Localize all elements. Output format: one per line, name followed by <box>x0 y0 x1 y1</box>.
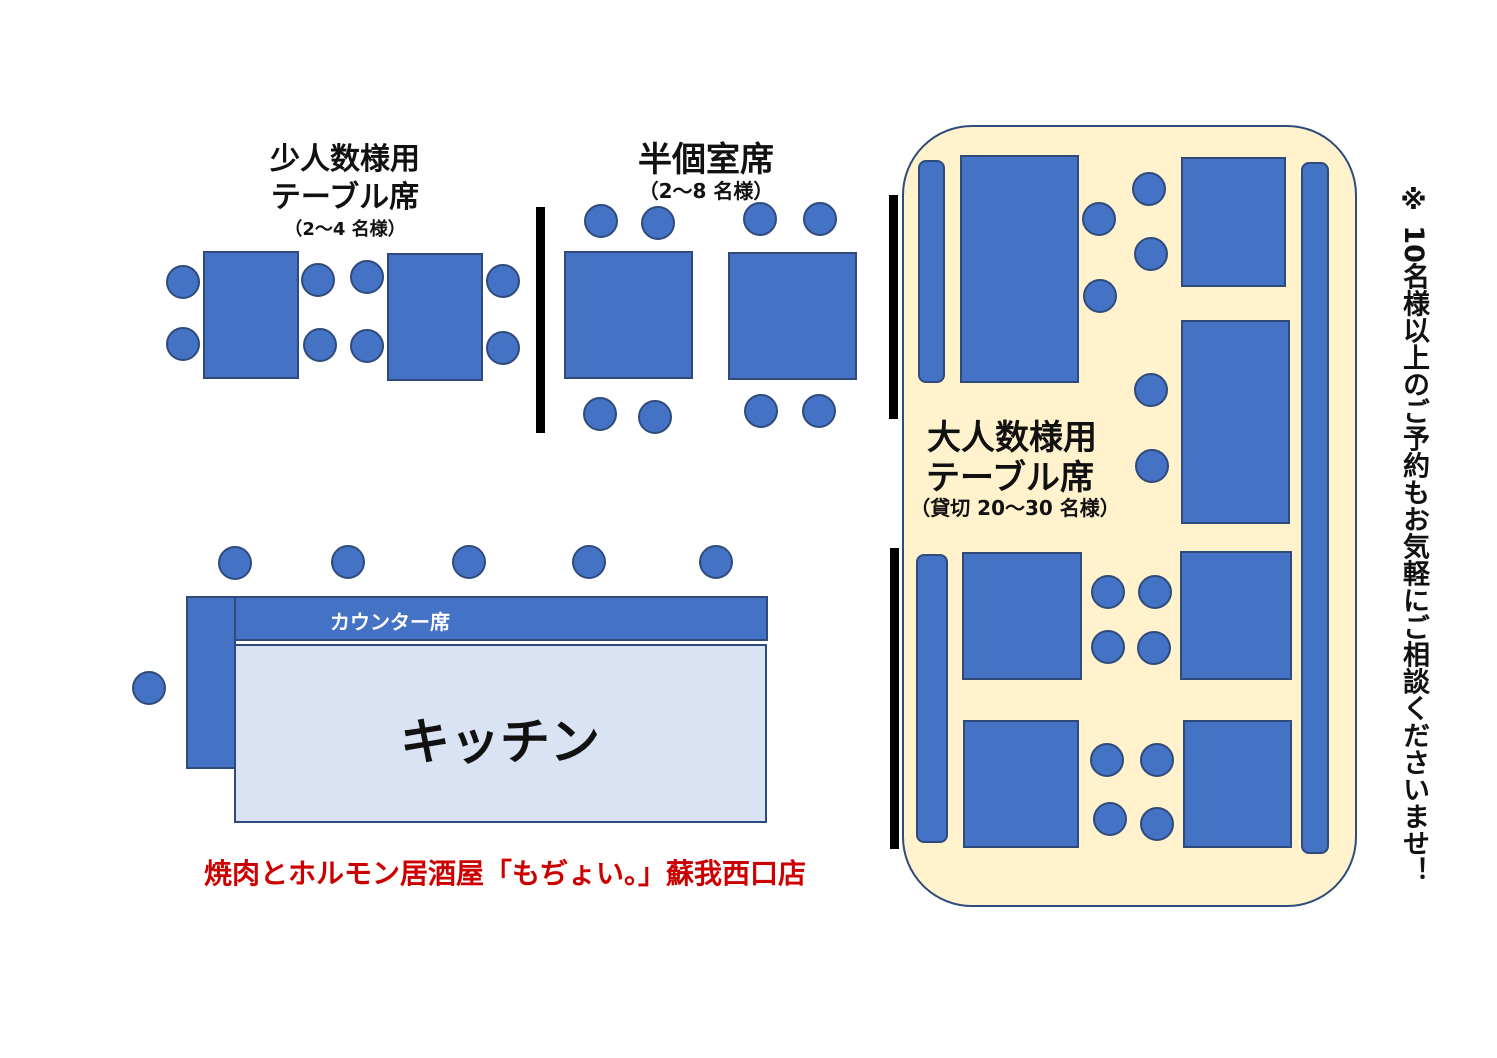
reservation-note: ※ 10名様以上のご予約もお気軽にご相談くださいませ！ <box>1398 185 1429 884</box>
chair <box>486 331 520 365</box>
chair <box>1082 202 1116 236</box>
chair <box>1135 449 1169 483</box>
chair <box>1137 631 1171 665</box>
table <box>963 720 1079 848</box>
chair <box>132 671 166 705</box>
small-section-capacity: （2～4 名様） <box>284 219 406 240</box>
semi-private-title: 半個室席 <box>638 140 774 180</box>
table <box>962 552 1082 680</box>
semi-private-capacity: （2～8 名様） <box>638 179 774 203</box>
store-name: 焼肉とホルモン居酒屋「もぢょい。」蘇我西口店 <box>203 857 807 890</box>
chair <box>744 394 778 428</box>
partition-wall <box>890 548 899 849</box>
chair <box>452 545 486 579</box>
kitchen <box>234 644 767 823</box>
chair <box>166 327 200 361</box>
chair <box>584 204 618 238</box>
table <box>203 251 299 379</box>
chair <box>1090 743 1124 777</box>
chair <box>743 202 777 236</box>
chair <box>218 546 252 580</box>
counter-side <box>186 596 236 769</box>
chair <box>1140 807 1174 841</box>
chair <box>350 260 384 294</box>
small-section-title: 少人数様用 <box>270 142 420 177</box>
chair <box>1091 630 1125 664</box>
chair <box>301 263 335 297</box>
counter-label: カウンター席 <box>330 610 450 634</box>
chair <box>486 264 520 298</box>
chair <box>303 328 337 362</box>
chair <box>350 329 384 363</box>
chair <box>1134 237 1168 271</box>
chair <box>1132 172 1166 206</box>
chair <box>699 545 733 579</box>
chair <box>641 206 675 240</box>
chair <box>802 394 836 428</box>
large-section-capacity: （貸切 20～30 名様） <box>910 496 1120 520</box>
table <box>1180 551 1292 680</box>
table <box>387 253 483 381</box>
partition-wall <box>536 207 545 433</box>
chair <box>331 545 365 579</box>
chair <box>1083 279 1117 313</box>
chair <box>1091 575 1125 609</box>
bench <box>1301 162 1329 854</box>
table <box>1181 320 1290 524</box>
table <box>1181 157 1286 287</box>
large-section-title: 大人数様用 <box>927 418 1097 458</box>
chair <box>583 397 617 431</box>
table <box>1183 720 1292 848</box>
chair <box>1138 575 1172 609</box>
chair <box>1140 743 1174 777</box>
table <box>564 251 693 379</box>
chair <box>1093 802 1127 836</box>
counter-top <box>186 596 768 641</box>
small-section-subtitle: テーブル席 <box>270 180 420 215</box>
kitchen-label: キッチン <box>400 713 600 771</box>
bench <box>916 554 948 843</box>
bench <box>918 160 945 383</box>
chair <box>803 202 837 236</box>
table <box>728 252 857 380</box>
partition-wall <box>889 195 898 419</box>
table <box>960 155 1079 383</box>
chair <box>1134 373 1168 407</box>
chair <box>572 545 606 579</box>
large-section-subtitle: テーブル席 <box>926 458 1094 498</box>
chair <box>166 265 200 299</box>
chair <box>638 400 672 434</box>
